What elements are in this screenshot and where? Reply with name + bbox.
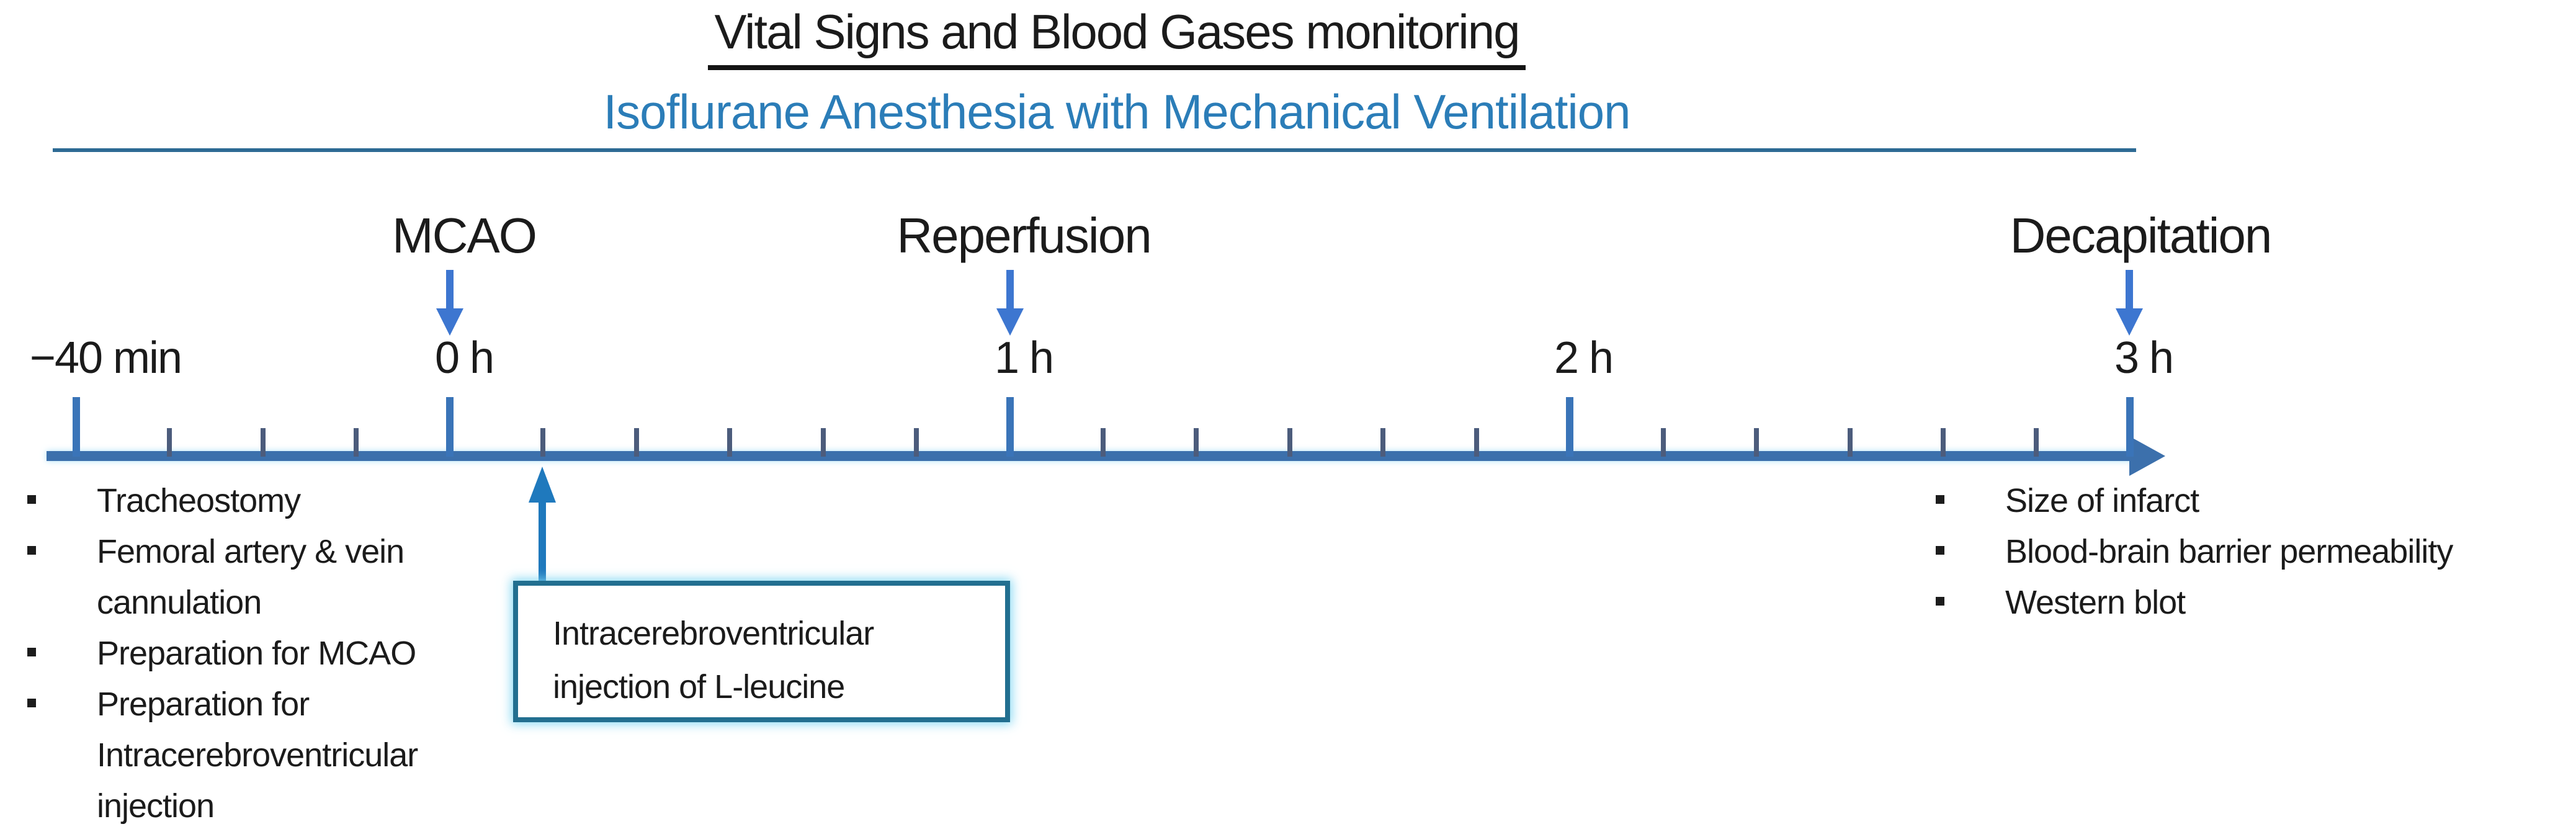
minor-tick-160min: [1941, 428, 1946, 457]
anesthesia-span-line: [53, 148, 2136, 152]
major-tick-180min: [2126, 397, 2134, 457]
list-item-line: cannulation: [97, 584, 262, 621]
list-item: Western blot: [1936, 577, 2453, 628]
minor-tick-80min: [1194, 428, 1199, 457]
list-item: Preparation for Intracerebroventricular …: [27, 679, 418, 831]
minor-tick-20min: [633, 428, 639, 457]
list-item: Blood-brain barrier permeability: [1936, 526, 2453, 577]
list-item-line: Western blot: [2005, 584, 2186, 621]
minor-tick--10min: [354, 428, 359, 457]
bullet-icon: [27, 495, 36, 504]
down-arrow-icon-decapitation: [2116, 270, 2143, 336]
down-arrow-icon-reperfusion: [996, 270, 1024, 336]
timeline-axis-arrowhead-icon: [2129, 436, 2165, 476]
event-label-reperfusion: Reperfusion: [897, 208, 1152, 263]
minor-tick-100min: [1380, 428, 1386, 457]
list-item-line: Size of infarct: [2005, 482, 2199, 519]
event-label-mcao: MCAO: [392, 208, 537, 263]
major-tick-120min: [1566, 397, 1574, 457]
bullet-icon: [27, 699, 36, 707]
minor-tick-90min: [1287, 428, 1292, 457]
outcome-measures-list: Size of infarct Blood-brain barrier perm…: [1936, 475, 2453, 628]
list-item-line: Intracerebroventricular: [97, 736, 418, 774]
time-label-0h: 0 h: [434, 333, 494, 383]
down-arrow-icon-mcao: [436, 270, 463, 336]
list-item: Size of infarct: [1936, 475, 2453, 526]
minor-tick-140min: [1754, 428, 1760, 457]
minor-tick-70min: [1100, 428, 1106, 457]
figure-header: Vital Signs and Blood Gases monitoring I…: [56, 4, 2178, 140]
bullet-icon: [27, 546, 36, 555]
minor-tick-40min: [820, 428, 826, 457]
timeline-axis: [47, 451, 2139, 461]
injection-box-line: Intracerebroventricular: [553, 615, 874, 652]
minor-tick-130min: [1660, 428, 1666, 457]
time-label-1h: 1 h: [994, 333, 1054, 383]
list-item-line: Preparation for: [97, 686, 310, 723]
injection-callout-box: Intracerebroventricular injection of L-l…: [513, 581, 1010, 722]
injection-box-line: injection of L-leucine: [553, 668, 845, 705]
major-tick-60min: [1006, 397, 1014, 457]
list-item: Femoral artery & vein cannulation: [27, 526, 418, 628]
list-item-line: Tracheostomy: [97, 482, 301, 519]
list-item-line: Blood-brain barrier permeability: [2005, 533, 2453, 570]
minor-tick-50min: [914, 428, 919, 457]
bullet-icon: [1936, 597, 1944, 606]
bullet-icon: [27, 648, 36, 656]
figure-subtitle: Isoflurane Anesthesia with Mechanical Ve…: [603, 84, 1630, 139]
bullet-icon: [1936, 495, 1944, 504]
major-tick-0min: [445, 397, 454, 457]
list-item: Preparation for MCAO: [27, 628, 418, 679]
list-item: Tracheostomy: [27, 475, 418, 526]
list-item-line: Femoral artery & vein: [97, 533, 405, 570]
minor-tick--30min: [167, 428, 172, 457]
time-label-2h: 2 h: [1554, 333, 1614, 383]
minor-tick-170min: [2034, 428, 2039, 457]
event-label-decapitation: Decapitation: [2010, 208, 2273, 263]
minor-tick-30min: [727, 428, 733, 457]
figure-title: Vital Signs and Blood Gases monitoring: [708, 4, 1526, 70]
time-label-minus40min: −40 min: [29, 333, 182, 383]
bullet-icon: [1936, 546, 1944, 555]
list-item-line: Preparation for MCAO: [97, 635, 416, 672]
minor-tick-10min: [540, 428, 546, 457]
minor-tick-110min: [1474, 428, 1479, 457]
list-item-line: injection: [97, 787, 215, 825]
major-tick--40min: [73, 397, 80, 457]
time-label-3h: 3 h: [2114, 333, 2174, 383]
pre-mcao-procedures-list: Tracheostomy Femoral artery & vein cannu…: [27, 475, 418, 831]
minor-tick-150min: [1847, 428, 1853, 457]
up-arrow-icon-injection: [529, 467, 556, 582]
minor-tick--20min: [260, 428, 266, 457]
